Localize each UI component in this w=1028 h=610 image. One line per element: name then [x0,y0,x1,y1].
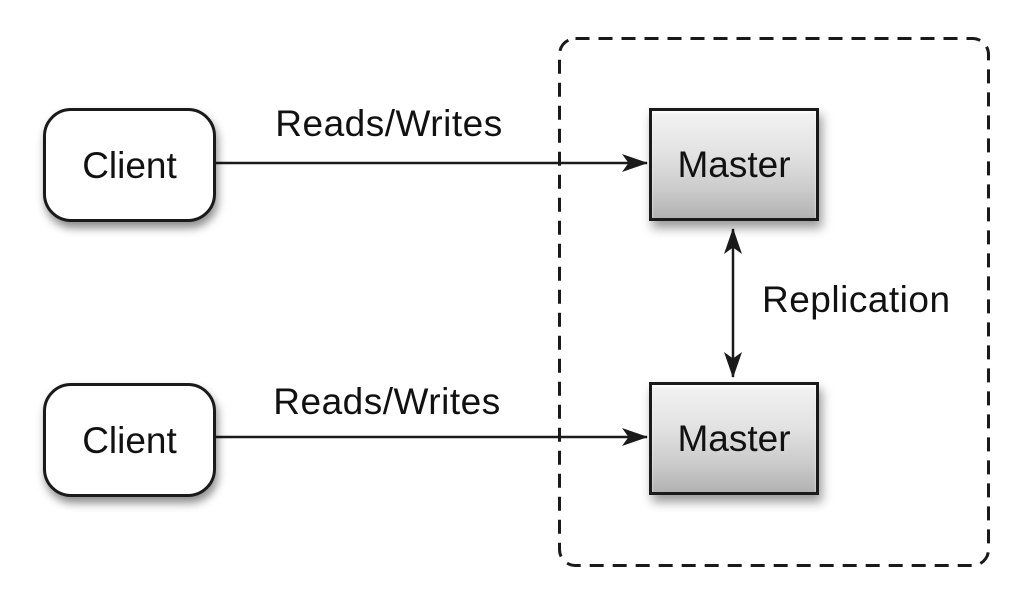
node-master-top: Master [649,108,819,221]
node-client-bottom-label: Client [82,419,177,461]
node-client-bottom: Client [43,383,216,497]
node-master-bottom: Master [649,382,819,495]
edge-label-reads-writes-bottom: Reads/Writes [273,381,501,422]
edge-label-replication: Replication [762,279,951,320]
node-master-bottom-label: Master [677,418,791,459]
node-client-top-label: Client [82,144,177,186]
node-master-top-label: Master [677,144,791,185]
node-client-top: Client [43,108,216,222]
edge-label-reads-writes-top: Reads/Writes [275,103,503,144]
